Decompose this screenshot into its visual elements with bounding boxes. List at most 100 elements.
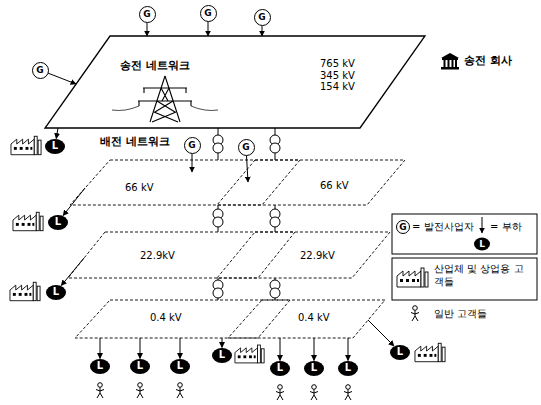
load-sample — [474, 238, 490, 251]
legend-entry: 일반 고객들 — [434, 307, 487, 320]
plane-outline-shape — [70, 160, 300, 205]
transformer-symbol — [213, 135, 280, 298]
voltage-label: 765 kV 345 kV 154 kV — [320, 58, 362, 93]
power-flow-arrow — [180, 338, 181, 359]
legend-entry: = 발전사업자 — [412, 220, 474, 233]
plane-outline — [75, 300, 290, 338]
legend-box — [392, 214, 537, 254]
person-icon — [310, 385, 318, 400]
factory-icon — [11, 136, 41, 154]
person-icon — [411, 306, 419, 321]
network-plane: 66 kV — [217, 160, 405, 205]
network-plane: 0.4 kV — [228, 300, 385, 338]
generator-circle: G — [200, 5, 217, 22]
legend-symbol-letter: L — [479, 239, 485, 249]
legend-entry: = 부하 — [490, 220, 522, 233]
voltage-label: 22.9kV — [140, 250, 175, 262]
legend-entry: 산업체 및 상업용 고객들 — [434, 262, 532, 288]
legend-box — [392, 258, 537, 300]
generator-sample — [397, 221, 410, 234]
power-flow-arrow — [208, 22, 209, 37]
section-label: 배전 네트워크 — [100, 136, 170, 149]
power-flow-arrow — [147, 23, 148, 37]
legend-text: 일반 고객들 — [434, 308, 487, 319]
power-flow-arrow — [314, 338, 315, 361]
load-arrow-sample — [482, 217, 483, 233]
person-icon — [344, 385, 352, 400]
power-flow-arrow — [56, 128, 58, 139]
network-plane: 22.9kV — [217, 232, 390, 278]
load-letter: L — [397, 346, 403, 358]
load-letter: L — [345, 362, 351, 374]
factory-icon — [10, 282, 40, 300]
person-icon — [276, 385, 284, 400]
power-flow-arrow — [262, 26, 263, 37]
power-flow-arrow — [348, 338, 349, 361]
load-letter: L — [55, 216, 61, 228]
legend-text: = 발전사업자 — [412, 221, 474, 232]
power-flow-arrow — [48, 73, 76, 84]
load-circle: L — [304, 361, 324, 376]
generator-circle: G — [254, 9, 271, 26]
plane-outline-shape — [75, 300, 290, 338]
generator-letter: G — [204, 8, 211, 18]
transmission-tower — [112, 76, 218, 122]
power-flow-arrow — [140, 338, 141, 359]
plane-outline-shape — [45, 36, 425, 128]
power-flow-arrow — [63, 188, 85, 216]
generator-letter: G — [36, 65, 43, 75]
network-plane: 22.9kV — [68, 232, 295, 278]
load-circle: L — [270, 361, 290, 376]
generator-circle: G — [184, 137, 201, 154]
network-plane: 송전 네트워크 765 kV 345 kV 154 kV — [45, 36, 425, 128]
load-circle: L — [46, 285, 66, 300]
plane-outline-shape — [68, 232, 295, 278]
generator-circle: G — [238, 139, 255, 156]
voltage-label: 66 kV — [320, 180, 349, 192]
load-circle: L — [170, 359, 190, 374]
plane-outline-shape — [228, 300, 385, 338]
generator-circle: G — [32, 62, 49, 79]
load-letter: L — [311, 362, 317, 374]
load-letter: L — [97, 360, 103, 372]
generator-circle: G — [139, 6, 156, 23]
load-letter: L — [177, 360, 183, 372]
load-letter: L — [219, 349, 225, 361]
power-flow-arrow — [222, 338, 223, 348]
factory-icon — [235, 345, 264, 363]
voltage-label: 66 kV — [125, 182, 154, 194]
factory-icon — [397, 268, 428, 287]
generator-letter: G — [188, 140, 195, 150]
load-letter: L — [137, 360, 143, 372]
building-icon — [441, 53, 459, 70]
network-plane: 0.4 kV — [75, 300, 290, 338]
generator-letter: G — [143, 9, 150, 19]
plane-outline-shape — [217, 160, 405, 205]
generator-letter: G — [242, 142, 249, 152]
load-letter: L — [52, 140, 58, 152]
voltage-label: 22.9kV — [300, 250, 335, 262]
load-circle: L — [45, 139, 65, 154]
network-plane: 66 kV — [70, 160, 300, 205]
load-letter: L — [277, 362, 283, 374]
section-label: 송전 회사 — [464, 55, 512, 68]
load-letter: L — [53, 286, 59, 298]
plane-outline — [68, 232, 295, 278]
plane-outline — [70, 160, 300, 205]
person-icon — [136, 383, 144, 398]
voltage-label: 0.4 kV — [150, 312, 182, 324]
factory-icon — [13, 212, 43, 230]
generator-letter: G — [258, 12, 265, 22]
person-icon — [96, 383, 104, 398]
power-flow-arrow — [192, 154, 193, 173]
load-circle: L — [212, 348, 232, 363]
voltage-label: 0.4 kV — [298, 312, 330, 324]
factory-icon — [415, 343, 445, 361]
plane-outline — [45, 36, 425, 128]
load-circle: L — [390, 345, 410, 360]
plane-title: 송전 네트워크 — [120, 60, 190, 73]
power-flow-arrow — [280, 338, 281, 361]
power-flow-arrow — [368, 320, 394, 346]
